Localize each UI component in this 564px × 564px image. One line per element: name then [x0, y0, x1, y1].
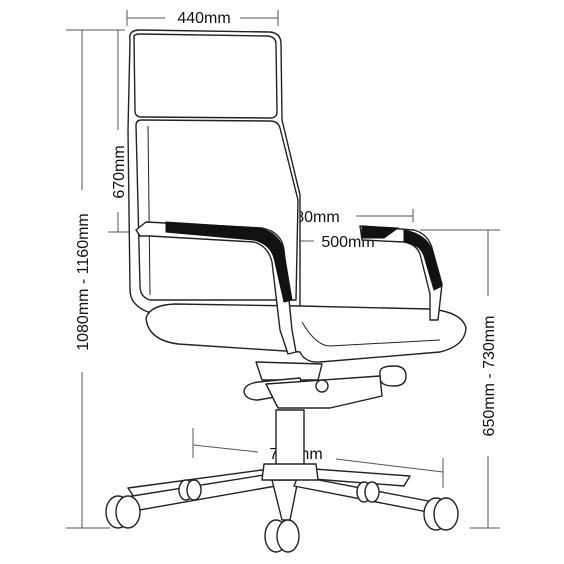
tension-knob: [379, 365, 407, 387]
chair-drawing: [105, 29, 467, 553]
base-hub: [261, 463, 319, 481]
caster-right-back: [356, 481, 380, 503]
caster-left-back: [178, 479, 202, 501]
seat-cushion: [145, 303, 467, 363]
caster-left: [105, 495, 141, 529]
left-armrest-frame: [135, 221, 297, 355]
right-armrest-side-pad: [403, 229, 443, 291]
caster-front: [264, 519, 300, 553]
left-armrest-pad: [165, 221, 293, 303]
label-overall-height: 1080mm - 1160mm: [75, 213, 92, 351]
headrest-cushion: [133, 33, 278, 119]
dimension-backrest-height: 670mm: [108, 30, 150, 233]
gas-column: [275, 409, 305, 471]
caster-right: [423, 497, 459, 531]
dimension-seat-height: 650mm - 730mm: [420, 229, 500, 529]
label-backrest-height: 670mm: [111, 145, 128, 198]
seat-mechanism: [255, 361, 323, 381]
label-seat-height: 650mm - 730mm: [481, 316, 498, 437]
right-armrest-pad: [361, 225, 400, 239]
back-cushion-seam: [147, 125, 151, 296]
dimension-width-top: 440mm: [126, 10, 279, 27]
dimension-overall-height: 1080mm - 1160mm: [66, 29, 125, 529]
label-width-top: 440mm: [177, 10, 230, 27]
seat-seam: [301, 321, 441, 347]
back-cushion: [135, 119, 299, 301]
mechanism-pivot: [315, 379, 329, 393]
